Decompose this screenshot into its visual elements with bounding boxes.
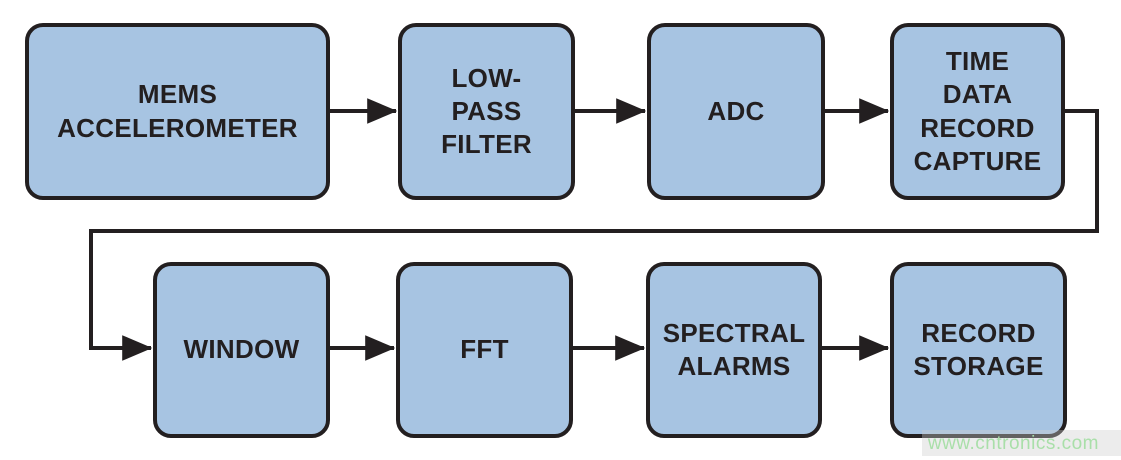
block-adc: ADC [647, 23, 825, 200]
block-mems-accelerometer: MEMS ACCELEROMETER [25, 23, 330, 200]
block-window: WINDOW [153, 262, 330, 438]
block-time-data-record-capture: TIME DATA RECORD CAPTURE [890, 23, 1065, 200]
arrow-time-to-window-wrap [89, 109, 1099, 361]
watermark-text: www.cntronics.com [927, 433, 1099, 454]
block-spectral-alarms: SPECTRAL ALARMS [646, 262, 822, 438]
block-low-pass-filter: LOW- PASS FILTER [398, 23, 575, 200]
block-fft: FFT [396, 262, 573, 438]
watermark-background [922, 430, 1121, 456]
block-record-storage: RECORD STORAGE [890, 262, 1067, 438]
